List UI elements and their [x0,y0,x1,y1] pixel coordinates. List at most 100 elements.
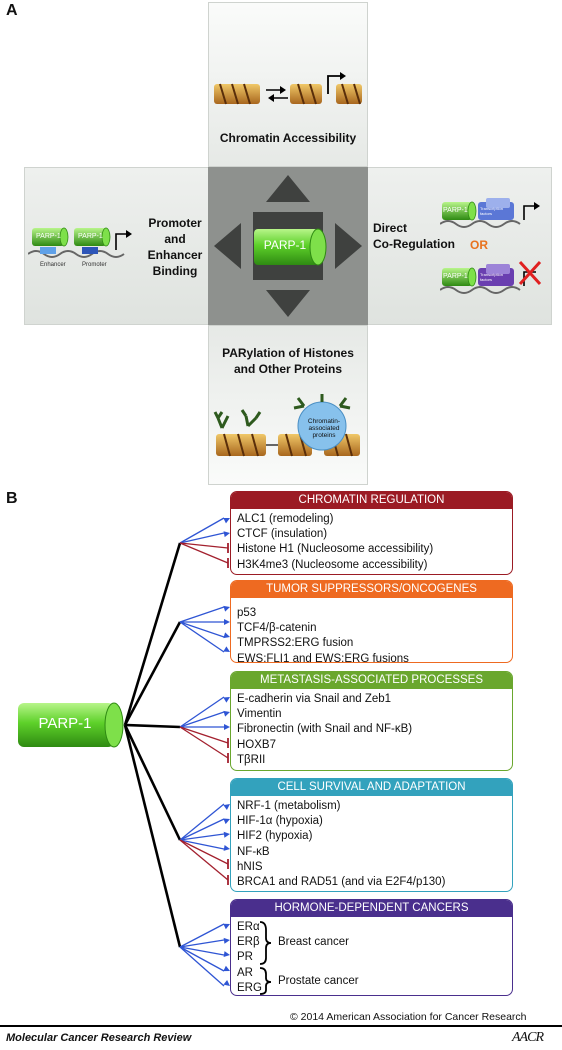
list-item: p53 [237,607,257,619]
arrow-right-icon [335,223,362,269]
activation-arrow-icon [223,831,230,838]
inhibition-line [179,839,229,881]
category-box-metastasis: METASTASIS-ASSOCIATED PROCESSES E-cadher… [230,671,513,771]
chromatin-assoc-label: Chromatin-associated proteins [307,418,341,439]
label-chromatin-accessibility: Chromatin Accessibility [219,131,357,145]
prostate-cancer-label: Prostate cancer [278,975,359,987]
list-item: ERβ [237,936,260,949]
list-item: H3K4me3 (Nucleosome accessibility) [237,558,428,571]
activation-arrow-icon [223,531,230,538]
list-item: E-cadherin via Snail and Zeb1 [237,693,392,705]
label-promoter-enhancer: Promoter and Enhancer Binding [147,216,203,278]
aacr-logo: AACR [512,1030,544,1045]
category-box-hormone: HORMONE-DEPENDENT CANCERS ERα ERβ PR AR … [230,899,513,996]
list-item: Vimentin [237,708,282,721]
activation-arrow-icon [223,923,230,930]
inhibition-line [179,726,229,744]
parylation-diagram [213,394,360,457]
list-item: PR [237,951,253,964]
label-coregulation: Co-Regulation [373,237,455,251]
par-chain-icon [240,409,262,428]
list-item: AR [237,966,253,979]
tf-label-2: Transcription factors [480,272,503,282]
tf-label-1: Transcription factors [480,206,503,216]
activation-arrow-icon [223,979,230,986]
inhibition-line [179,839,229,865]
list-item: TβRII [237,753,266,766]
trunk-line [123,724,182,948]
trunk-line [123,724,182,841]
category-box-survival: CELL SURVIVAL AND ADAPTATION NRF-1 (meta… [230,778,513,892]
inhibition-line [179,542,229,564]
corepression-diagram [440,260,542,294]
panel-b-letter: B [6,490,18,507]
list-item: hNIS [237,860,263,873]
breast-brace-icon [259,921,272,965]
coactivation-diagram [440,198,540,228]
trunk-line [123,621,182,726]
list-item: ALC1 (remodeling) [237,513,334,525]
activation-arrow-icon [223,844,230,851]
activation-line [179,833,225,841]
trunk-line [124,723,181,729]
nucleosome-diagram-top [214,72,362,105]
nucleosome-icon [214,83,260,105]
label-parylation: PARylation of Histones and Other Protein… [208,345,368,377]
list-item: HOXB7 [237,738,276,751]
nucleosome-icon [216,433,266,457]
category-box-chromatin: CHROMATIN REGULATION ALC1 (remodeling) C… [230,491,513,575]
activation-line [179,621,225,638]
category-title: METASTASIS-ASSOCIATED PROCESSES [231,672,512,689]
list-item: HIF-1α (hypoxia) [237,815,323,828]
label-parylation-line2: and Other Proteins [233,362,343,376]
parp-small-label-3: PARP-1 [443,207,468,214]
list-item: EWS:FLI1 and EWS:ERG fusions [237,652,409,663]
inhibition-line [179,726,229,759]
nucleosome-icon [336,83,362,105]
activation-line [179,532,225,544]
activation-arrow-icon [223,697,230,703]
activation-line [179,696,225,728]
list-item: Histone H1 (Nucleosome accessibility) [237,543,434,556]
activation-line [179,946,225,956]
breast-cancer-label: Breast cancer [278,936,349,948]
arrow-down-icon [266,290,310,317]
or-label: OR [470,238,488,252]
category-title: HORMONE-DEPENDENT CANCERS [231,900,512,917]
arrow-left-icon [214,223,241,269]
category-title: TUMOR SUPPRESSORS/ONCOGENES [231,581,512,598]
list-item: HIF2 (hypoxia) [237,830,313,843]
category-title: CHROMATIN REGULATION [231,492,512,509]
list-item: NF-κB [237,845,270,858]
copyright-text: © 2014 American Association for Cancer R… [290,1011,527,1023]
activation-arrow-icon [223,518,230,524]
activation-line [179,839,225,850]
activation-line [179,818,225,841]
list-item: TMPRSS2:ERG fusion [237,637,354,650]
promoter-enhancer-diagram [28,227,132,258]
activation-line [179,606,225,623]
center-parp-label: PARP-1 [263,238,307,252]
par-chain-icon [213,411,230,429]
list-item: CTCF (insulation) [237,528,328,541]
activation-arrow-icon [223,965,230,972]
activation-line [179,923,225,948]
prostate-brace-icon [259,967,272,995]
activation-line [179,517,225,544]
trunk-line [123,542,182,726]
activation-arrow-icon [224,724,230,730]
activation-line [179,711,225,728]
direction-arrows [214,175,362,317]
list-item: NRF-1 (metabolism) [237,800,341,812]
activation-arrow-icon [223,646,230,652]
arrow-up-icon [266,175,310,202]
category-title: CELL SURVIVAL AND ADAPTATION [231,779,512,796]
label-parylation-line1: PARylation of Histones [222,346,354,360]
list-item: BRCA1 and RAD51 (and via E2F4/p130) [237,876,446,889]
activation-arrow-icon [224,619,230,625]
regulation-tree [123,517,230,987]
enhancer-label: Enhancer [40,262,66,268]
parp-small-label-2: PARP-1 [78,233,103,240]
label-direct: Direct [373,221,408,235]
list-item: TCF4/β-catenin [237,622,317,635]
